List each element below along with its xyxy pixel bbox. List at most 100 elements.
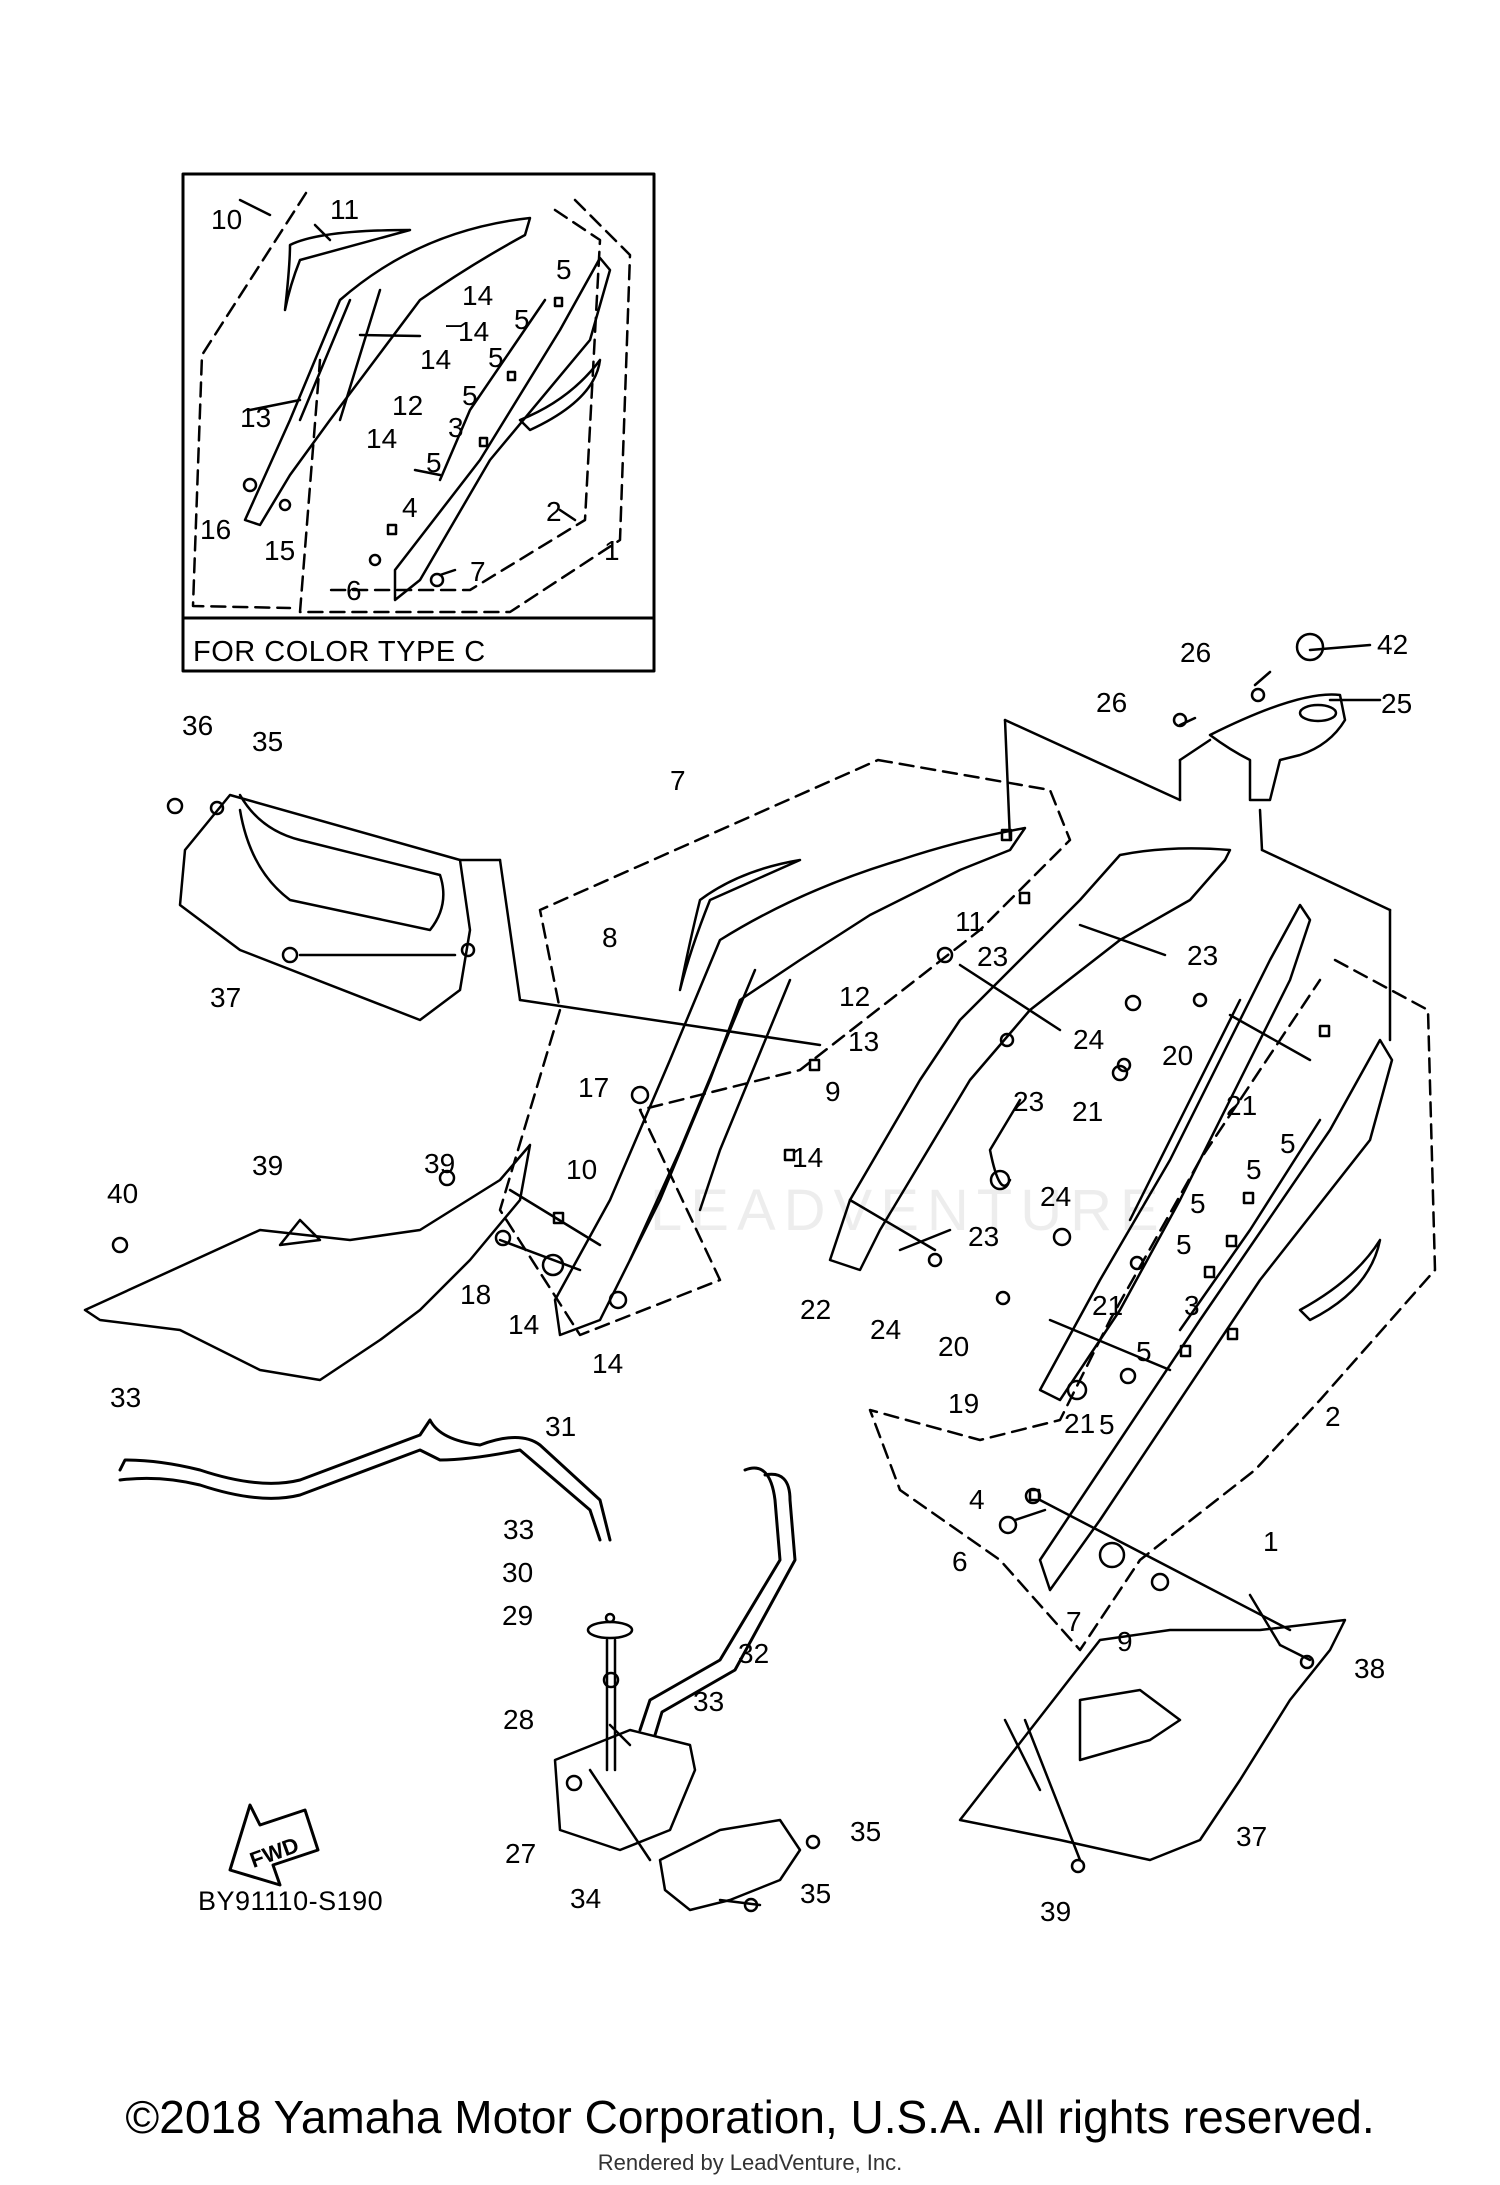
callout-39-right: 38 xyxy=(1354,1653,1386,1684)
part-34 xyxy=(658,1818,802,1912)
part-40 xyxy=(83,1143,532,1382)
watermark: LEADVENTURE xyxy=(650,1178,1167,1243)
part-21-frame xyxy=(1038,903,1312,1402)
callout-inset-7: 7 xyxy=(470,556,486,587)
callout-inset-15: 15 xyxy=(264,535,296,566)
callout-32: 32 xyxy=(738,1638,770,1669)
callout-5-a: 5 xyxy=(1280,1128,1296,1159)
callout-20-b: 20 xyxy=(938,1331,970,1362)
callout-inset-5e: 5 xyxy=(426,447,442,478)
callout-23-c: 23 xyxy=(968,1221,1000,1252)
callout-14-a: 11 xyxy=(955,906,985,937)
part-31 xyxy=(118,1418,612,1542)
part-2 xyxy=(1298,1238,1382,1322)
callout-40: 39 xyxy=(252,1150,284,1181)
callout-5-e: 5 xyxy=(1136,1336,1152,1367)
callout-19: 19 xyxy=(948,1388,980,1419)
part-27 xyxy=(553,1728,697,1852)
inset-side-cover-1 xyxy=(393,256,612,602)
callout-20-a: 20 xyxy=(1162,1040,1194,1071)
part-25 xyxy=(1208,693,1347,802)
callout-inset-5a: 5 xyxy=(556,254,572,285)
callout-24-d: 24 xyxy=(870,1314,902,1345)
callout-33-low: 33 xyxy=(693,1686,725,1717)
inset-tail-cowl-11 xyxy=(283,228,412,312)
callout-inset-6: 6 xyxy=(346,575,362,606)
callout-21-c: 21 xyxy=(1092,1290,1124,1321)
part-36 xyxy=(178,793,472,1022)
callout-15: 14 xyxy=(592,1348,624,1379)
callout-inset-13: 13 xyxy=(240,402,272,433)
callout-21-d: 21 xyxy=(1064,1408,1096,1439)
callout-36: 35 xyxy=(252,726,284,757)
callout-5-b: 5 xyxy=(1246,1154,1262,1185)
callout-21-a: 21 xyxy=(1072,1096,1104,1127)
callout-28: 28 xyxy=(503,1704,535,1735)
callout-10: 7 xyxy=(670,765,686,796)
copyright-text: ©2018 Yamaha Motor Corporation, U.S.A. A… xyxy=(125,2091,1375,2143)
callout-inset-14b: – xyxy=(446,308,462,339)
callout-39-bottom: 39 xyxy=(1040,1896,1072,1927)
callout-6: 6 xyxy=(952,1546,968,1577)
callout-13: 10 xyxy=(566,1154,598,1185)
callout-24-a: 23 xyxy=(977,941,1009,972)
callout-41-top: 39 xyxy=(424,1148,456,1179)
callout-26-left: 26 xyxy=(1096,687,1128,718)
callout-inset-4: 4 xyxy=(402,492,418,523)
callout-9: 9 xyxy=(1117,1626,1133,1657)
callout-41-left: 40 xyxy=(107,1178,139,1209)
callout-23-b: 23 xyxy=(1013,1086,1045,1117)
fwd-arrow-shape xyxy=(228,1803,320,1887)
callout-8: 5 xyxy=(1099,1409,1115,1440)
callout-35-b: 35 xyxy=(800,1878,832,1909)
rendered-by-text: Rendered by LeadVenture, Inc. xyxy=(597,2150,903,2175)
callout-5-c: 5 xyxy=(1190,1188,1206,1219)
callout-inset-12: 12 xyxy=(392,390,424,421)
diagram-code: BY91110-S190 xyxy=(198,1886,384,1916)
callout-17: 17 xyxy=(578,1072,610,1103)
callout-14-b: 12 xyxy=(839,981,871,1012)
callout-7: 7 xyxy=(1066,1606,1082,1637)
callout-33-mid: 33 xyxy=(503,1514,535,1545)
callout-22: 22 xyxy=(800,1294,832,1325)
inset-side-cover-2 xyxy=(518,358,602,432)
callout-35-a: 35 xyxy=(850,1816,882,1847)
callout-26-top: 26 xyxy=(1180,637,1212,668)
callout-37-top: 36 xyxy=(182,710,214,741)
callout-25: 25 xyxy=(1381,688,1413,719)
part-11 xyxy=(678,858,802,992)
callout-inset-1: 1 xyxy=(604,535,620,566)
callout-3: 3 xyxy=(1184,1290,1200,1321)
callout-29: 29 xyxy=(502,1600,534,1631)
part-1 xyxy=(1038,1038,1394,1592)
callout-4: 4 xyxy=(969,1484,985,1515)
callout-inset-3: 3 xyxy=(448,412,464,443)
callout-inset-11: 11 xyxy=(330,194,360,225)
callout-31: 31 xyxy=(545,1411,577,1442)
callout-23-a: 23 xyxy=(1187,940,1219,971)
callout-5-d: 5 xyxy=(1176,1229,1192,1260)
callout-16: 14 xyxy=(508,1309,540,1340)
callout-inset-16: 16 xyxy=(200,514,232,545)
inset-tail-cowl-10 xyxy=(243,216,532,527)
callout-33-top: 33 xyxy=(110,1382,142,1413)
part-22 xyxy=(828,847,1232,1272)
callout-1: 1 xyxy=(1263,1526,1279,1557)
part-38 xyxy=(958,1618,1347,1862)
callout-38: 37 xyxy=(1236,1821,1268,1852)
callout-14-c: 13 xyxy=(848,1026,880,1057)
callout-inset-2: 2 xyxy=(546,496,562,527)
callout-inset-10: 10 xyxy=(211,204,243,235)
callout-inset-14a: 14 xyxy=(462,280,494,311)
callout-inset-5c: 5 xyxy=(488,342,504,373)
callout-inset-14c: 14 xyxy=(420,344,452,375)
part-10 xyxy=(553,826,1027,1337)
callout-18: 18 xyxy=(460,1279,492,1310)
callout-24-c: 24 xyxy=(1040,1181,1072,1212)
callout-30: 30 xyxy=(502,1557,534,1588)
callout-14-d: 14 xyxy=(792,1142,824,1173)
callout-inset-14d: 14 xyxy=(366,423,398,454)
callout-37-bottom: 37 xyxy=(210,982,242,1013)
callout-12: 9 xyxy=(825,1076,841,1107)
